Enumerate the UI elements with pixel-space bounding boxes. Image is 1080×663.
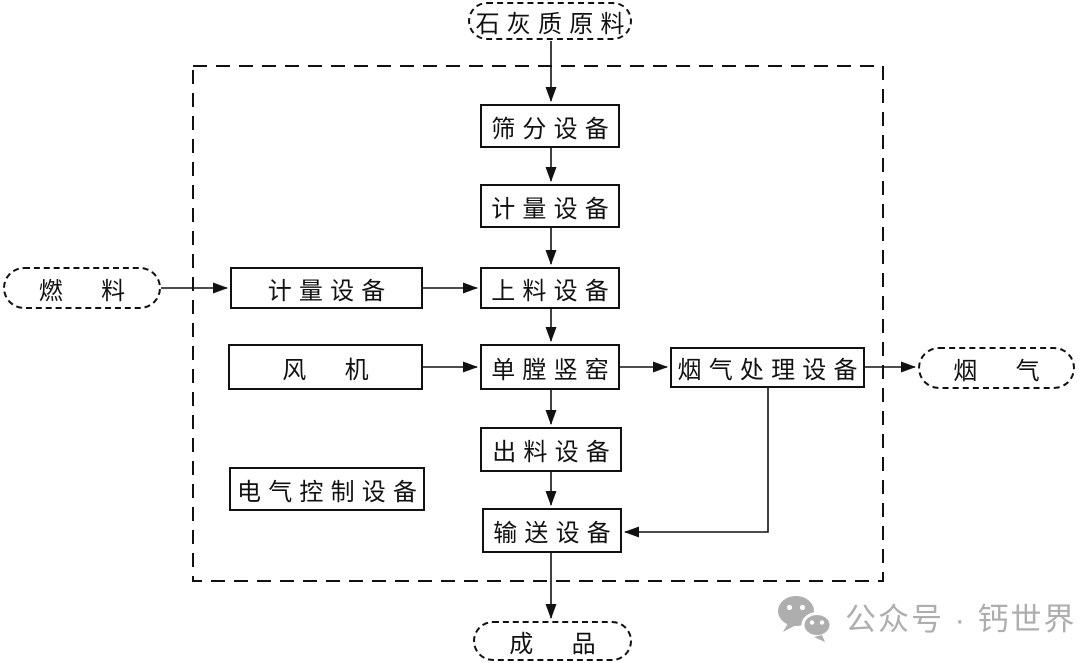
node-metering-equipment-top: 计量设备 xyxy=(480,184,620,228)
node-conveying-label: 输送设备 xyxy=(493,521,618,547)
node-flue-gas: 烟 气 xyxy=(918,347,1075,389)
system-boundary xyxy=(192,65,884,582)
node-product-label: 成 品 xyxy=(509,631,603,658)
node-raw-material: 石灰质原料 xyxy=(468,2,632,40)
watermark: 公众号 · 钙世界 xyxy=(775,594,1077,644)
node-flue-gas-treatment-equipment: 烟气处理设备 xyxy=(670,347,865,388)
node-discharge-label: 出料设备 xyxy=(492,440,617,466)
node-fuel-label: 燃 料 xyxy=(38,278,133,305)
node-discharge-equipment: 出料设备 xyxy=(480,427,622,472)
node-flue-gas-label: 烟 气 xyxy=(953,358,1047,385)
node-conveying-equipment: 输送设备 xyxy=(482,508,622,553)
node-screening-equipment: 筛分设备 xyxy=(480,104,620,148)
node-feeding-equipment: 上料设备 xyxy=(480,267,620,309)
node-metering-left-label: 计量设备 xyxy=(267,278,393,305)
node-screening-label: 筛分设备 xyxy=(491,116,616,143)
watermark-text: 公众号 · 钙世界 xyxy=(845,601,1077,637)
node-raw-material-label: 石灰质原料 xyxy=(475,11,632,38)
node-metering-equipment-left: 计量设备 xyxy=(230,267,423,309)
wechat-icon xyxy=(778,596,833,642)
node-fan: 风 机 xyxy=(228,344,423,390)
node-finished-product: 成 品 xyxy=(473,621,632,661)
node-metering-top-label: 计量设备 xyxy=(491,196,616,223)
node-fan-label: 风 机 xyxy=(282,357,376,384)
node-fuel: 燃 料 xyxy=(3,267,161,309)
node-feeding-label: 上料设备 xyxy=(491,278,616,305)
node-single-chamber-shaft-kiln: 单膛竖窑 xyxy=(480,344,620,390)
node-kiln-label: 单膛竖窑 xyxy=(491,357,616,384)
node-electrical-control-equipment: 电气控制设备 xyxy=(229,467,425,511)
node-flue-gas-treatment-label: 烟气处理设备 xyxy=(677,358,865,384)
node-electrical-control-label: 电气控制设备 xyxy=(237,479,425,506)
